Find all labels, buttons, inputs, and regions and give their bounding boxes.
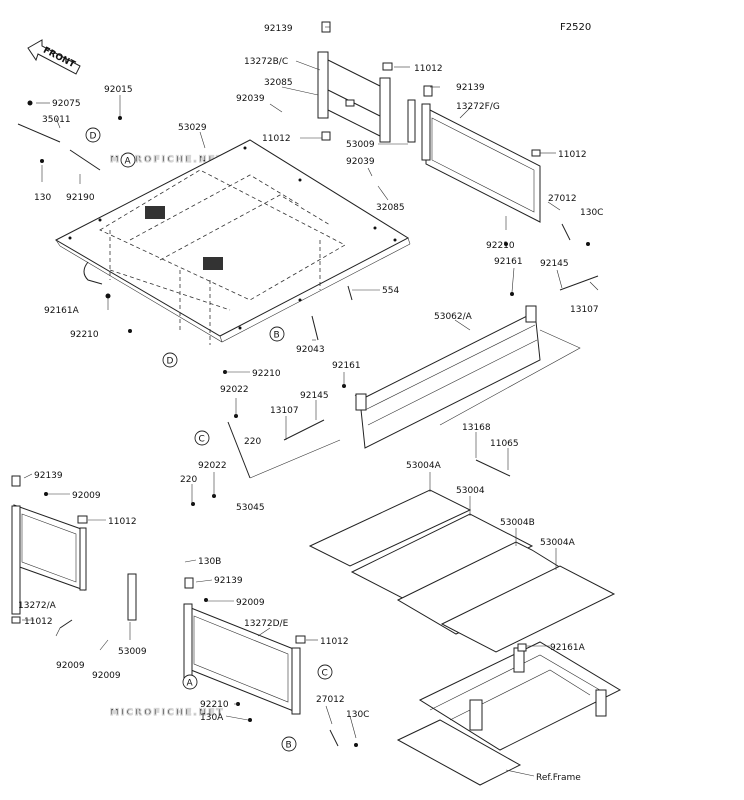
ref-circle-b-wall: B (281, 736, 297, 752)
leader-lines (22, 26, 599, 777)
label-92075: 92075 (52, 99, 81, 109)
label-13168: 13168 (462, 423, 491, 433)
ref-circle-c-strap: C (194, 430, 210, 446)
label-92009: 92009 (56, 661, 85, 671)
ref-circle-d-top: D (85, 127, 101, 143)
label-92139: 92139 (214, 576, 243, 586)
label-92190: 92190 (66, 193, 95, 203)
reference-circles: D A D B C A C B (85, 127, 333, 752)
label-53004b: 53004B (500, 518, 535, 528)
label-92015: 92015 (104, 85, 133, 95)
label-11012: 11012 (262, 134, 291, 144)
mesh-pad-icon (203, 257, 223, 270)
svg-text:C: C (199, 435, 205, 445)
label-32085: 32085 (264, 78, 293, 88)
label-92145: 92145 (540, 259, 569, 269)
ref-circle-a-bed: A (120, 152, 136, 168)
label-92161: 92161 (494, 257, 523, 267)
cargo-bed-panel (54, 139, 411, 345)
label-92039: 92039 (346, 157, 375, 167)
label-13272de: 13272D/E (244, 619, 289, 629)
label-53045: 53045 (236, 503, 265, 513)
front-arrow-icon: FRONT (27, 39, 81, 75)
label-11012: 11012 (108, 517, 137, 527)
label-53004a: 53004A (406, 461, 442, 471)
label-92022: 92022 (198, 461, 227, 471)
label-92009: 92009 (72, 491, 101, 501)
svg-text:C: C (322, 669, 328, 679)
front-wall-13272bc (317, 51, 391, 143)
label-130b: 130B (198, 557, 221, 567)
label-27012: 27012 (316, 695, 345, 705)
ref-circle-c-wall: C (317, 664, 333, 680)
label-92139: 92139 (264, 24, 293, 34)
label-130: 130 (34, 193, 51, 203)
label-92210: 92210 (252, 369, 281, 379)
label-92145: 92145 (300, 391, 329, 401)
side-wall-13272fg (407, 99, 541, 223)
bed-mats (308, 489, 616, 653)
label-92009: 92009 (236, 598, 265, 608)
label-13107: 13107 (270, 406, 299, 416)
label-32085: 32085 (376, 203, 405, 213)
label-13272a: 13272/A (18, 601, 57, 611)
svg-text:D: D (167, 357, 174, 367)
svg-text:D: D (90, 132, 97, 142)
label-53004: 53004 (456, 486, 485, 496)
label-53062a: 53062/A (434, 312, 473, 322)
label-53009: 53009 (346, 140, 375, 150)
label-92161: 92161 (332, 361, 361, 371)
figure-code: F2520 (560, 22, 591, 33)
svg-text:A: A (187, 679, 194, 689)
label-92043: 92043 (296, 345, 325, 355)
ref-circle-a-wall: A (182, 674, 198, 690)
label-92139: 92139 (34, 471, 63, 481)
cable-strap-53045 (227, 421, 341, 479)
label-92022: 92022 (220, 385, 249, 395)
label-ref-frame: Ref.Frame (536, 773, 581, 783)
label-554: 554 (382, 286, 399, 296)
label-92210: 92210 (70, 330, 99, 340)
label-92009: 92009 (92, 671, 121, 681)
side-wall-13272de (127, 573, 301, 715)
label-92161a: 92161A (44, 306, 80, 316)
label-92161a: 92161A (550, 643, 586, 653)
label-130c: 130C (346, 710, 369, 720)
label-11012: 11012 (320, 637, 349, 647)
label-53029: 53029 (178, 123, 207, 133)
label-11012: 11012 (558, 150, 587, 160)
svg-text:A: A (125, 157, 132, 167)
tailgate-53062 (354, 305, 541, 449)
label-13272fg: 13272F/G (456, 102, 500, 112)
ref-circle-d-bed: D (162, 352, 178, 368)
label-130a: 130A (200, 713, 224, 723)
watermark-top: MICROFICHE.NET (110, 155, 225, 165)
label-92139: 92139 (456, 83, 485, 93)
svg-text:B: B (274, 331, 280, 341)
label-11065: 11065 (490, 439, 519, 449)
ref-circle-b-bed: B (269, 326, 285, 342)
watermark-bottom: MICROFICHE.NET (110, 708, 225, 718)
label-130c: 130C (580, 208, 603, 218)
label-220: 220 (244, 437, 261, 447)
label-92210: 92210 (486, 241, 515, 251)
label-27012: 27012 (548, 194, 577, 204)
label-92210: 92210 (200, 700, 229, 710)
label-11012: 11012 (414, 64, 443, 74)
label-53004a: 53004A (540, 538, 576, 548)
svg-text:B: B (286, 741, 292, 751)
label-11012: 11012 (24, 617, 53, 627)
side-wall-13272a (11, 504, 87, 615)
label-220: 220 (180, 475, 197, 485)
label-35011: 35011 (42, 115, 71, 125)
part-labels: 92139 13272B/C 11012 32085 92039 11012 9… (18, 24, 603, 783)
label-13272bc: 13272B/C (244, 57, 288, 67)
label-53009: 53009 (118, 647, 147, 657)
label-92039: 92039 (236, 94, 265, 104)
label-13107: 13107 (570, 305, 599, 315)
mesh-pad-icon (145, 206, 165, 219)
reference-frame (396, 641, 622, 786)
